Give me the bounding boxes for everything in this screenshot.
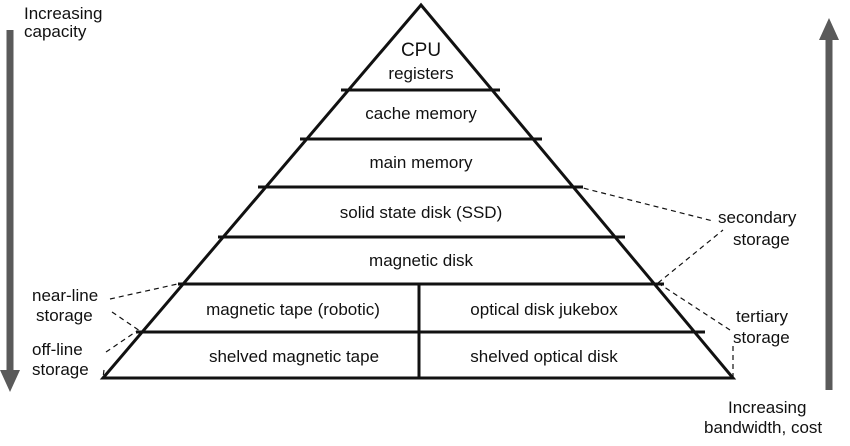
- group-brackets: [102, 185, 734, 379]
- off-line-storage-label-line1: off-line: [32, 340, 83, 359]
- secondary-bracket-top: [574, 185, 714, 222]
- tertiary-bracket-top: [657, 282, 731, 331]
- level-label-ssd: solid state disk (SSD): [340, 203, 503, 222]
- level-label-cache: cache memory: [365, 104, 477, 123]
- level-label-optical-jukebox: optical disk jukebox: [470, 300, 618, 319]
- level-label-tape-robotic: magnetic tape (robotic): [206, 300, 380, 319]
- apex-label-line2: registers: [388, 64, 453, 83]
- near-line-storage-label-line2: storage: [36, 306, 93, 325]
- level-labels: CPU registers cache memory main memory s…: [206, 40, 618, 366]
- secondary-storage-label-line2: storage: [733, 230, 790, 249]
- bandwidth-label-line1: Increasing: [728, 398, 807, 417]
- capacity-label-line1: Increasing: [24, 4, 103, 23]
- tertiary-storage-label-line1: tertiary: [736, 307, 788, 326]
- secondary-storage-label-line1: secondary: [718, 208, 797, 227]
- level-label-main: main memory: [370, 153, 473, 172]
- off-line-bracket-bottom: [102, 369, 105, 379]
- level-label-magnetic-disk: magnetic disk: [369, 251, 473, 270]
- capacity-label-line2: capacity: [24, 22, 87, 41]
- level-label-shelved-optical: shelved optical disk: [470, 347, 618, 366]
- off-line-storage-label-line2: storage: [32, 360, 89, 379]
- near-line-bracket-top: [109, 282, 183, 300]
- apex-label-line1: CPU: [401, 40, 441, 61]
- secondary-bracket-bottom: [657, 229, 724, 284]
- off-line-bracket-top: [105, 330, 138, 353]
- tertiary-storage-label-line2: storage: [733, 328, 790, 347]
- pyramid: [99, 2, 737, 380]
- level-label-shelved-tape: shelved magnetic tape: [209, 347, 379, 366]
- capacity-arrow: [0, 30, 20, 392]
- near-line-storage-label-line1: near-line: [32, 286, 99, 305]
- bandwidth-cost-arrow: [819, 18, 839, 390]
- bandwidth-label-line2: bandwidth, cost: [704, 418, 823, 437]
- near-line-bracket-bottom: [111, 311, 141, 332]
